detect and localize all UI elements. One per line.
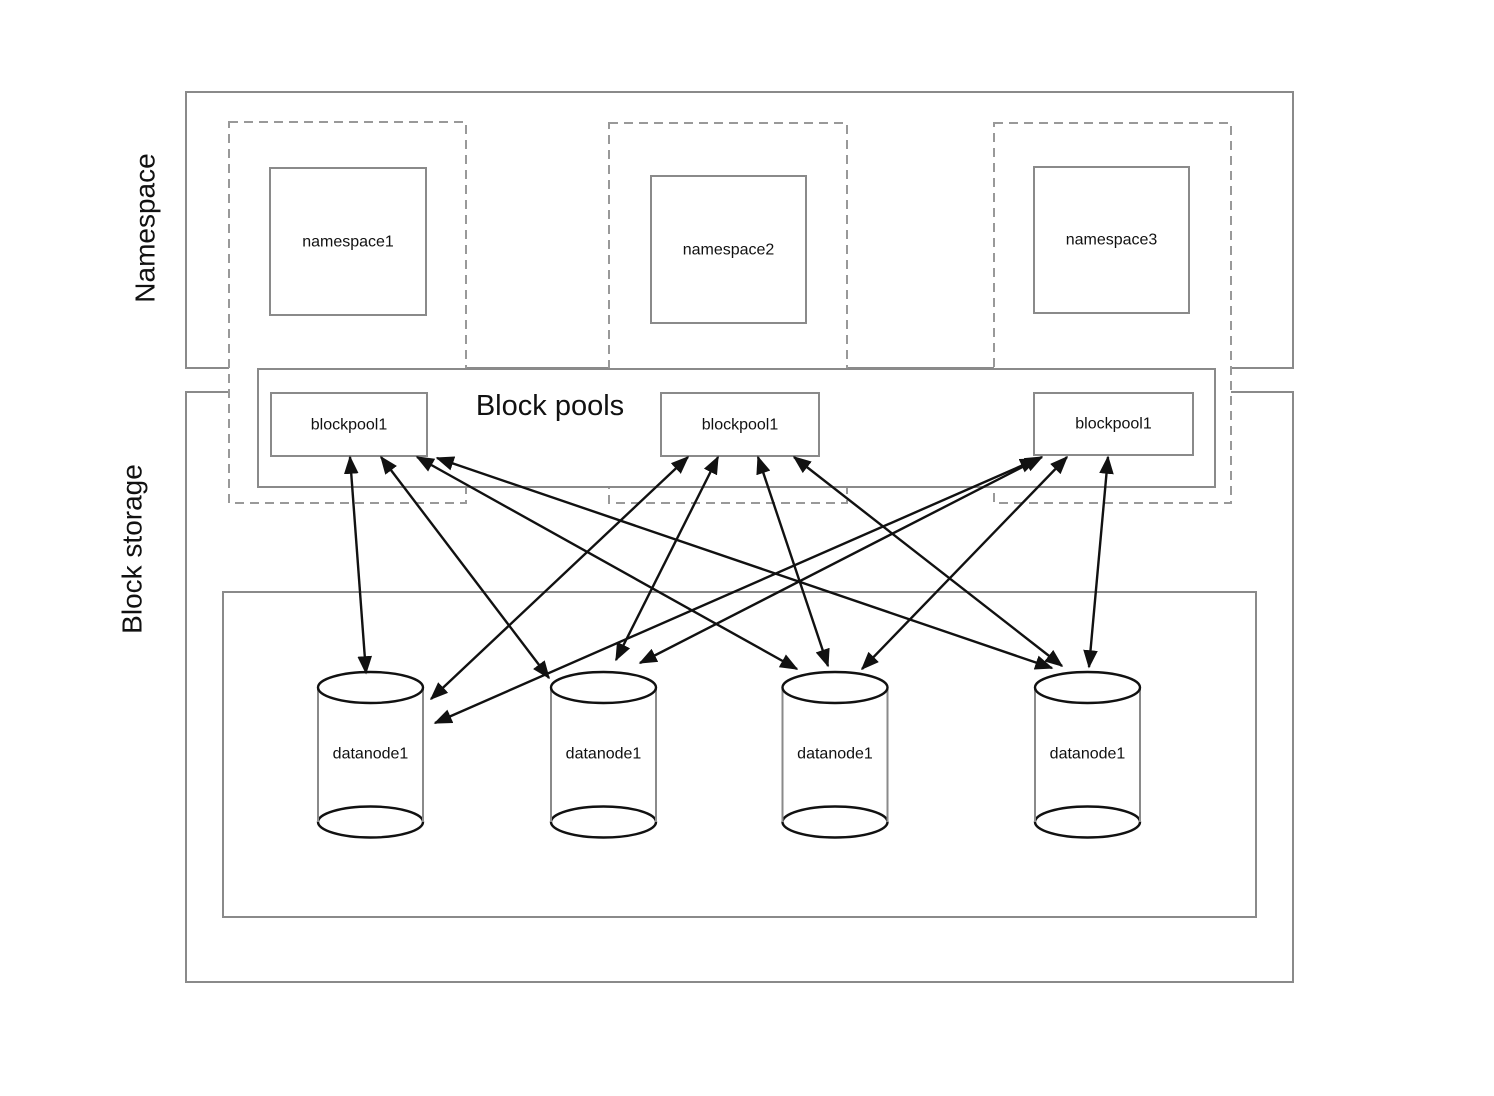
namespace-node (650, 175, 807, 324)
cylinder-top-ellipse (781, 670, 889, 705)
datanode-cylinder: datanode1 (1033, 670, 1142, 839)
namespace-section-label: Namespace (130, 153, 161, 302)
datanode-label: datanode1 (333, 746, 409, 763)
datanode-label: datanode1 (797, 746, 873, 763)
datanode-cylinders-layer: datanode1 datanode1 datanode1 datanode1 (316, 670, 1142, 839)
connection-arrows-layer (343, 455, 1114, 725)
namespace-node-label: namespace1 (302, 234, 394, 251)
connection-arrow (343, 455, 373, 675)
cylinder-body (318, 687, 423, 822)
connection-arrow (1083, 455, 1114, 669)
datanode-label: datanode1 (566, 746, 642, 763)
datanode-cylinder: datanode1 (549, 670, 658, 839)
block-storage-section-label: Block storage (117, 464, 148, 634)
namespace-node (269, 167, 427, 316)
block-pools-title: Block pools (476, 390, 624, 422)
namespace-node-label: namespace3 (1066, 232, 1158, 249)
cylinder-top-ellipse (1033, 670, 1142, 705)
blockpool-node-label: blockpool1 (311, 417, 388, 434)
cylinder-bottom-ellipse (549, 805, 658, 839)
blockpool-node-label: blockpool1 (1075, 416, 1152, 433)
blockpool-node (270, 392, 428, 457)
connection-arrow (860, 455, 1069, 671)
cylinder-bottom-ellipse (316, 805, 425, 839)
datanode-cylinder: datanode1 (316, 670, 425, 839)
datanode-cylinder: datanode1 (781, 670, 889, 839)
cylinder-body (1035, 687, 1140, 822)
blockpool-node-label: blockpool1 (702, 417, 779, 434)
cylinder-bottom-ellipse (1033, 805, 1142, 839)
datanode-label: datanode1 (1050, 746, 1126, 763)
connection-arrow (429, 455, 690, 701)
cylinder-top-ellipse (549, 670, 658, 705)
cylinder-bottom-ellipse (781, 805, 889, 839)
blockpool-nodes-layer: blockpool1 blockpool1 blockpool1 (270, 392, 1194, 457)
blockpool-node (1033, 392, 1194, 456)
cylinder-top-ellipse (316, 670, 425, 705)
namespace-node (1033, 166, 1190, 314)
namespace-nodes-layer: namespace1 namespace2 namespace3 (269, 166, 1190, 324)
namespace-node-label: namespace2 (683, 242, 775, 259)
blockpool-node (660, 392, 820, 457)
